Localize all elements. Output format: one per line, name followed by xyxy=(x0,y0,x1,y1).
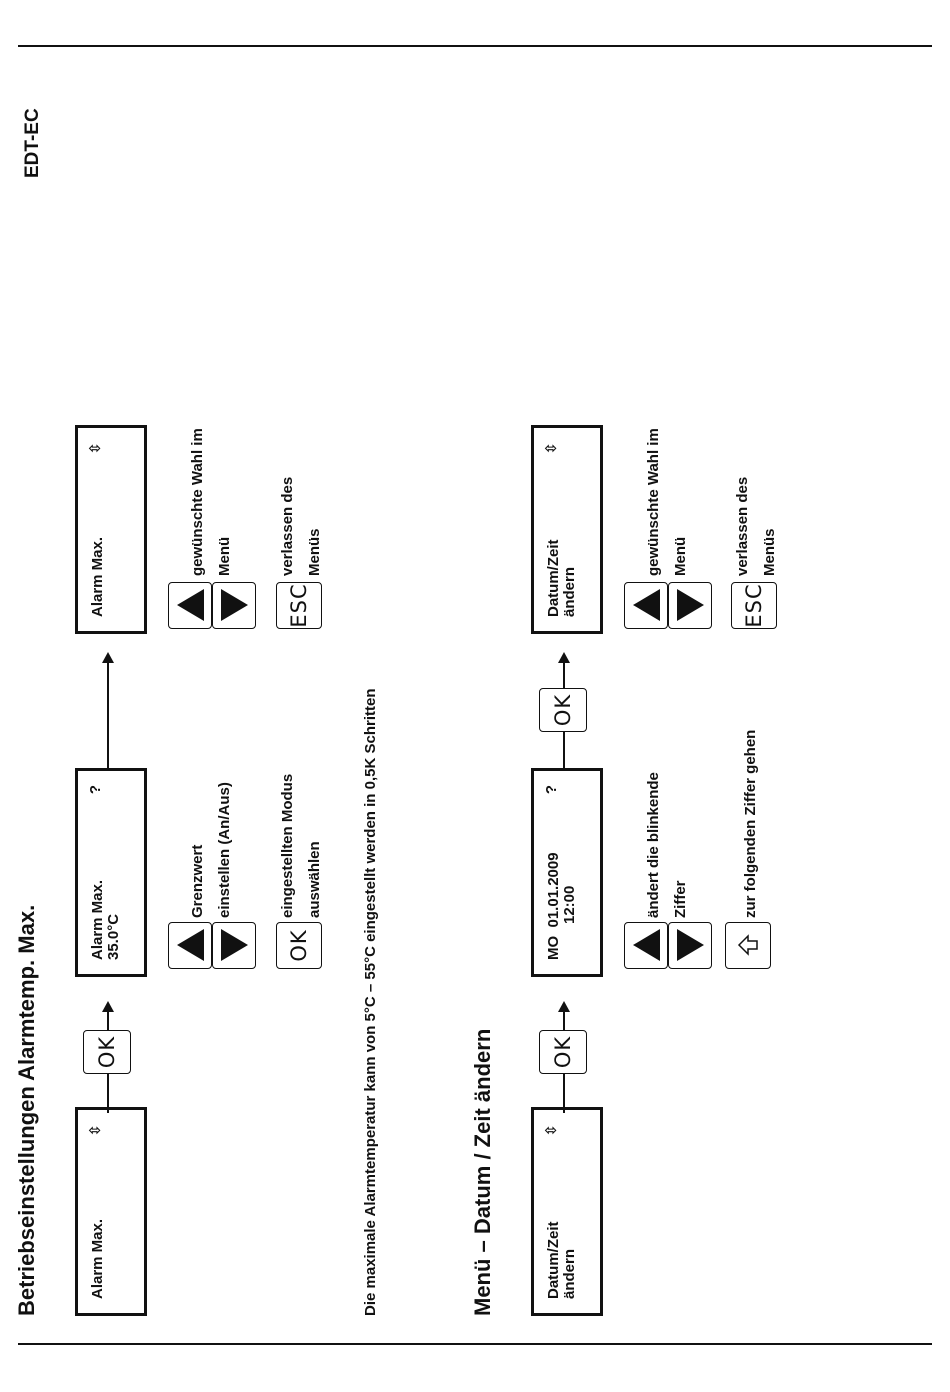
s2-up-key[interactable] xyxy=(624,922,668,969)
s2-screen-date-time: MO 01.01.2009 12:00 ? xyxy=(531,768,603,977)
down-triangle-icon xyxy=(220,929,248,962)
ok-key-label: OK xyxy=(287,929,311,962)
s2-down-key[interactable] xyxy=(668,922,712,969)
s1-esc-key[interactable]: ESC xyxy=(276,582,322,629)
up-triangle-icon xyxy=(176,929,204,962)
screen-line2: 35.0°C xyxy=(105,913,122,960)
s1-up-key-2[interactable] xyxy=(168,582,212,629)
s1-ok-key-legend[interactable]: OK xyxy=(276,922,322,969)
s2-screen-datum-zeit: Datum/Zeit ändern ⇳ xyxy=(531,1107,603,1316)
screen-line2: ändern xyxy=(561,1248,578,1299)
s1-down-key[interactable] xyxy=(212,922,256,969)
s2-updown-label-2: gewünschte Wahl im Menü xyxy=(645,428,689,576)
s1-screen-alarm-value: Alarm Max. 35.0°C ? xyxy=(75,768,147,977)
s2-shift-label: zur folgenden Ziffer gehen xyxy=(742,729,759,918)
screen-line2: ändern xyxy=(561,566,578,617)
s1-note: Die maximale Alarmtemperatur kann von 5°… xyxy=(362,688,379,1316)
question-indicator-icon: ? xyxy=(543,785,560,795)
ok-key-label: OK xyxy=(551,693,575,727)
s2-ok-key-2[interactable]: OK xyxy=(539,688,587,732)
s1-ok-label: eingestellten Modus auswählen xyxy=(279,773,323,918)
screen-line1: Alarm Max. xyxy=(89,1218,106,1299)
down-triangle-icon xyxy=(676,589,704,622)
section2-title: Menü – Datum / Zeit ändern xyxy=(470,1028,495,1316)
shift-arrow-icon xyxy=(737,934,758,957)
down-triangle-icon xyxy=(220,589,248,622)
connector xyxy=(563,660,565,688)
screen-line1: Datum/Zeit xyxy=(545,1221,562,1299)
screen-line2: 12:00 xyxy=(561,885,578,924)
s2-esc-label: verlassen des Menüs xyxy=(734,476,778,576)
esc-key-label: ESC xyxy=(287,583,311,628)
screen-line1: MO 01.01.2009 xyxy=(545,852,562,960)
s2-up-key-2[interactable] xyxy=(624,582,668,629)
s1-down-key-2[interactable] xyxy=(212,582,256,629)
s1-ok-key-1[interactable]: OK xyxy=(83,1030,131,1074)
ok-key-label: OK xyxy=(551,1035,575,1069)
s1-screen-alarm-max-end: Alarm Max. ⇳ xyxy=(75,425,147,634)
s1-up-key[interactable] xyxy=(168,922,212,969)
down-triangle-icon xyxy=(676,929,704,962)
question-indicator-icon: ? xyxy=(87,785,104,795)
arrow-right-icon xyxy=(558,1001,570,1012)
s1-screen-alarm-max: Alarm Max. ⇳ xyxy=(75,1107,147,1316)
s2-screen-datum-zeit-end: Datum/Zeit ändern ⇳ xyxy=(531,425,603,634)
updown-indicator-icon: ⇳ xyxy=(543,442,560,455)
connector xyxy=(563,731,565,771)
esc-key-label: ESC xyxy=(742,583,766,628)
arrow-right-icon xyxy=(102,1001,114,1012)
screen-line1: Datum/Zeit xyxy=(545,539,562,617)
updown-indicator-icon: ⇳ xyxy=(87,1124,104,1137)
s1-updown-label-2: gewünschte Wahl im Menü xyxy=(189,428,233,576)
section1-title: Betriebseinstellungen Alarmtemp. Max. xyxy=(14,904,39,1316)
s1-esc-label: verlassen des Menüs xyxy=(279,476,323,576)
s2-ok-key-1[interactable]: OK xyxy=(539,1030,587,1074)
ok-key-label: OK xyxy=(95,1035,119,1069)
updown-indicator-icon: ⇳ xyxy=(543,1124,560,1137)
arrow-right-icon xyxy=(102,652,114,663)
s2-esc-key[interactable]: ESC xyxy=(731,582,777,629)
s2-down-key-2[interactable] xyxy=(668,582,712,629)
arrow-right-icon xyxy=(558,652,570,663)
connector xyxy=(107,661,109,771)
screen-line1: Alarm Max. xyxy=(89,536,106,617)
s2-shift-key[interactable] xyxy=(725,922,771,969)
updown-indicator-icon: ⇳ xyxy=(87,442,104,455)
up-triangle-icon xyxy=(632,929,660,962)
bottom-rule xyxy=(18,1343,932,1345)
up-triangle-icon xyxy=(632,589,660,622)
top-rule xyxy=(18,45,932,47)
s1-updown-label: Grenzwert einstellen (An/Aus) xyxy=(189,782,233,918)
up-triangle-icon xyxy=(176,589,204,622)
screen-line1: Alarm Max. xyxy=(89,879,106,960)
s2-updown-label: ändert die blinkende Ziffer xyxy=(645,772,689,918)
